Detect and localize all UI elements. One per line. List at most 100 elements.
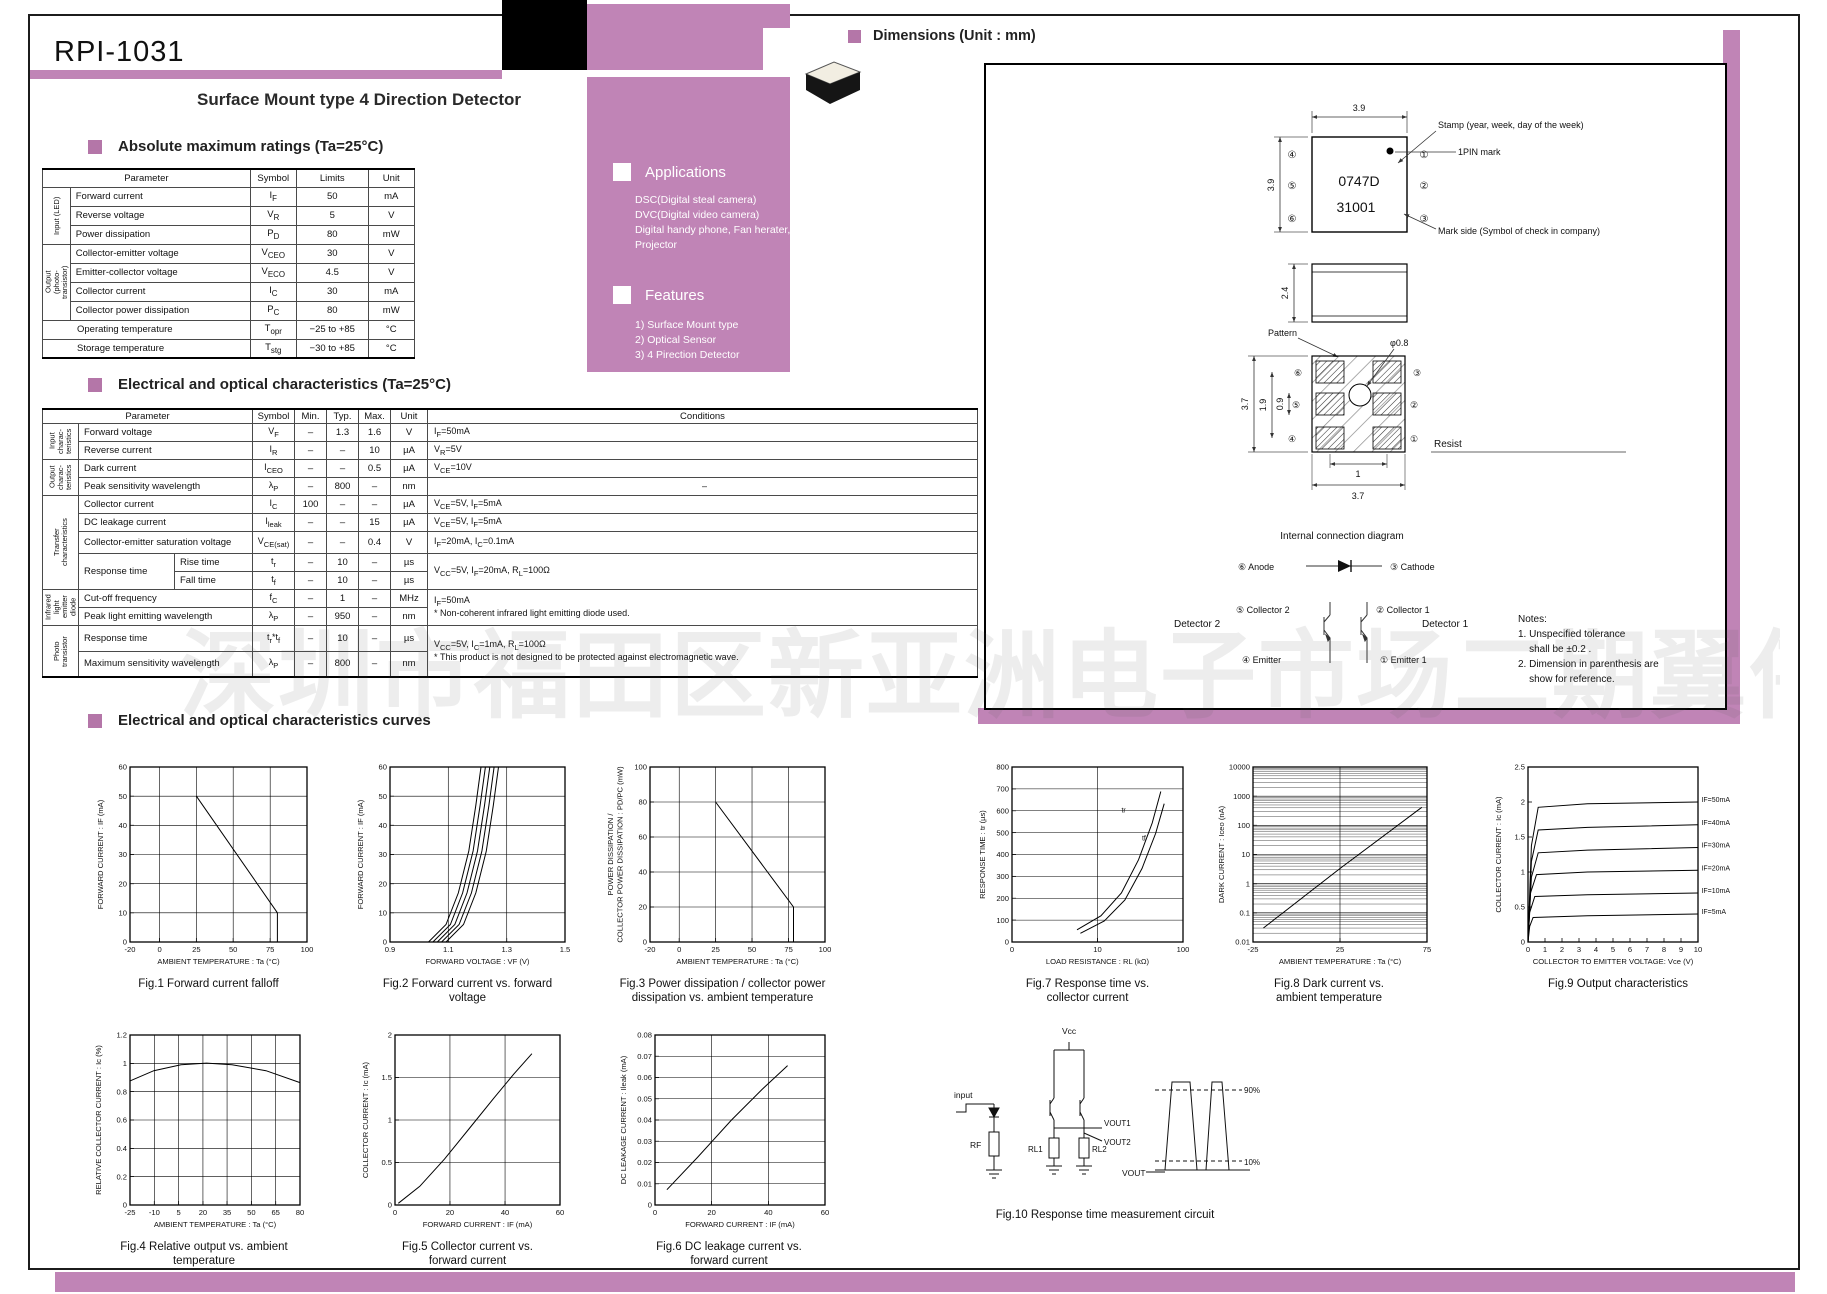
svg-text:IF=20mA: IF=20mA <box>1701 865 1730 872</box>
svg-text:1.1: 1.1 <box>443 945 454 954</box>
svg-text:200: 200 <box>996 894 1009 903</box>
anode-label: ⑥ Anode <box>1238 562 1274 572</box>
table-cell: Rise time <box>174 552 253 572</box>
svg-text:35: 35 <box>223 1208 231 1217</box>
table-cell: Operating temperature <box>42 319 251 340</box>
table-header-cell: Typ. <box>326 408 359 424</box>
figure-caption: Fig.5 Collector current vs. forward curr… <box>401 1241 533 1267</box>
hole-diameter-label: φ0.8 <box>1390 338 1408 348</box>
table-cell: V <box>367 205 415 226</box>
applications-bullet-icon <box>613 163 631 181</box>
dim-37-left: 3.7 <box>1240 398 1250 411</box>
svg-text:75: 75 <box>1423 945 1431 954</box>
table-header-cell: Symbol <box>252 408 295 424</box>
table-cell: – <box>358 570 391 590</box>
svg-text:10: 10 <box>379 908 387 917</box>
table-cell: −25 to +85 <box>295 319 369 340</box>
table-cell: – <box>326 530 359 554</box>
table-cell: – <box>294 440 327 460</box>
list-item: 3) 4 Pirection Detector <box>635 349 740 361</box>
table-cell: λP <box>252 650 295 678</box>
svg-text:100: 100 <box>1177 945 1190 954</box>
table-cell: V <box>390 530 428 554</box>
curves-section-title: Electrical and optical characteristics c… <box>118 712 431 729</box>
figure-caption: Fig.1 Forward current falloff <box>138 978 279 990</box>
fig10-vout1-label: VOUT1 <box>1104 1119 1131 1128</box>
table-cell: VCE=10V <box>427 458 978 478</box>
fig10-circuit-drawing: input Vcc RF RL1 RL2 VOUT1 VOUT2 VOUT 90… <box>954 1026 1260 1179</box>
detector1-label: Detector 1 <box>1422 619 1469 630</box>
svg-text:0.06: 0.06 <box>637 1073 652 1082</box>
bottom-purple-bar <box>55 1272 1795 1292</box>
svg-text:60: 60 <box>119 763 127 772</box>
fig10-vcc-label: Vcc <box>1062 1026 1077 1036</box>
svg-text:2: 2 <box>388 1031 392 1040</box>
table-header-cell: Max. <box>358 408 391 424</box>
svg-text:0: 0 <box>123 938 127 947</box>
table-cell: 50 <box>295 186 369 207</box>
svg-text:0.9: 0.9 <box>385 945 396 954</box>
svg-text:50: 50 <box>229 945 237 954</box>
svg-text:9: 9 <box>1679 945 1683 954</box>
table-cell: – <box>294 512 327 532</box>
svg-text:20: 20 <box>639 903 647 912</box>
svg-text:0.4: 0.4 <box>116 1144 127 1153</box>
table-cell: – <box>358 624 391 652</box>
table-cell: −30 to +85 <box>295 338 369 359</box>
svg-text:0.6: 0.6 <box>116 1116 127 1125</box>
svg-text:400: 400 <box>996 850 1009 859</box>
dim-19: 1.9 <box>1258 399 1268 412</box>
dims-section-title: Dimensions (Unit : mm) <box>873 28 1036 44</box>
figure-caption: Fig.8 Dark current vs. ambient temperatu… <box>1274 978 1384 1004</box>
svg-text:IF=40mA: IF=40mA <box>1701 820 1730 827</box>
table-cell: V <box>390 422 428 442</box>
collector2-label: ⑤ Collector 2 <box>1236 605 1290 615</box>
package-side-view: 2.4 <box>1280 263 1408 323</box>
table-cell: Power dissipation <box>69 224 251 245</box>
svg-text:1.3: 1.3 <box>501 945 512 954</box>
svg-text:0.04: 0.04 <box>637 1116 652 1125</box>
table-cell: 4.5 <box>295 262 369 283</box>
table-cell: – <box>358 494 391 514</box>
svg-text:20: 20 <box>446 1208 454 1217</box>
figure-caption: Fig.3 Power dissipation / collector powe… <box>619 978 826 1004</box>
table-cell: PD <box>249 224 297 245</box>
applications-list: DSC(Digital steal camera)DVC(Digital vid… <box>635 193 790 253</box>
pin5-label: ⑤ <box>1288 181 1297 192</box>
list-item: 2) Optical Sensor <box>635 334 717 346</box>
table-cell: – <box>294 570 327 590</box>
list-item: Projector <box>635 239 678 251</box>
table-header-cell: Unit <box>367 168 415 188</box>
svg-text:1: 1 <box>123 1059 127 1068</box>
svg-text:800: 800 <box>996 763 1009 772</box>
table-header-cell: Parameter <box>42 168 251 188</box>
cathode-label: ③ Cathode <box>1390 562 1435 572</box>
fig10-vout-label: VOUT <box>1122 1168 1146 1178</box>
svg-text:60: 60 <box>639 833 647 842</box>
table-cell: IF <box>249 186 297 207</box>
table-cell: – <box>358 552 391 572</box>
table-cell: 80 <box>295 224 369 245</box>
svg-text:300: 300 <box>996 872 1009 881</box>
table-cell: 5 <box>295 205 369 226</box>
table-cell: – <box>358 650 391 678</box>
stamp-note: Stamp (year, week, day of the week) <box>1438 120 1584 130</box>
table-cell: λP <box>252 476 295 496</box>
fig10-input-label: input <box>954 1090 973 1100</box>
stamp-line1: 0747D <box>1338 173 1379 189</box>
svg-text:0.05: 0.05 <box>637 1094 652 1103</box>
figure-caption: Fig.9 Output characteristics <box>1548 978 1688 990</box>
page-frame <box>28 14 1800 1270</box>
table-cell: – <box>326 494 359 514</box>
page-title: RPI-1031 <box>54 36 185 68</box>
svg-text:IF=30mA: IF=30mA <box>1701 843 1730 850</box>
table-cell: 10 <box>358 440 391 460</box>
